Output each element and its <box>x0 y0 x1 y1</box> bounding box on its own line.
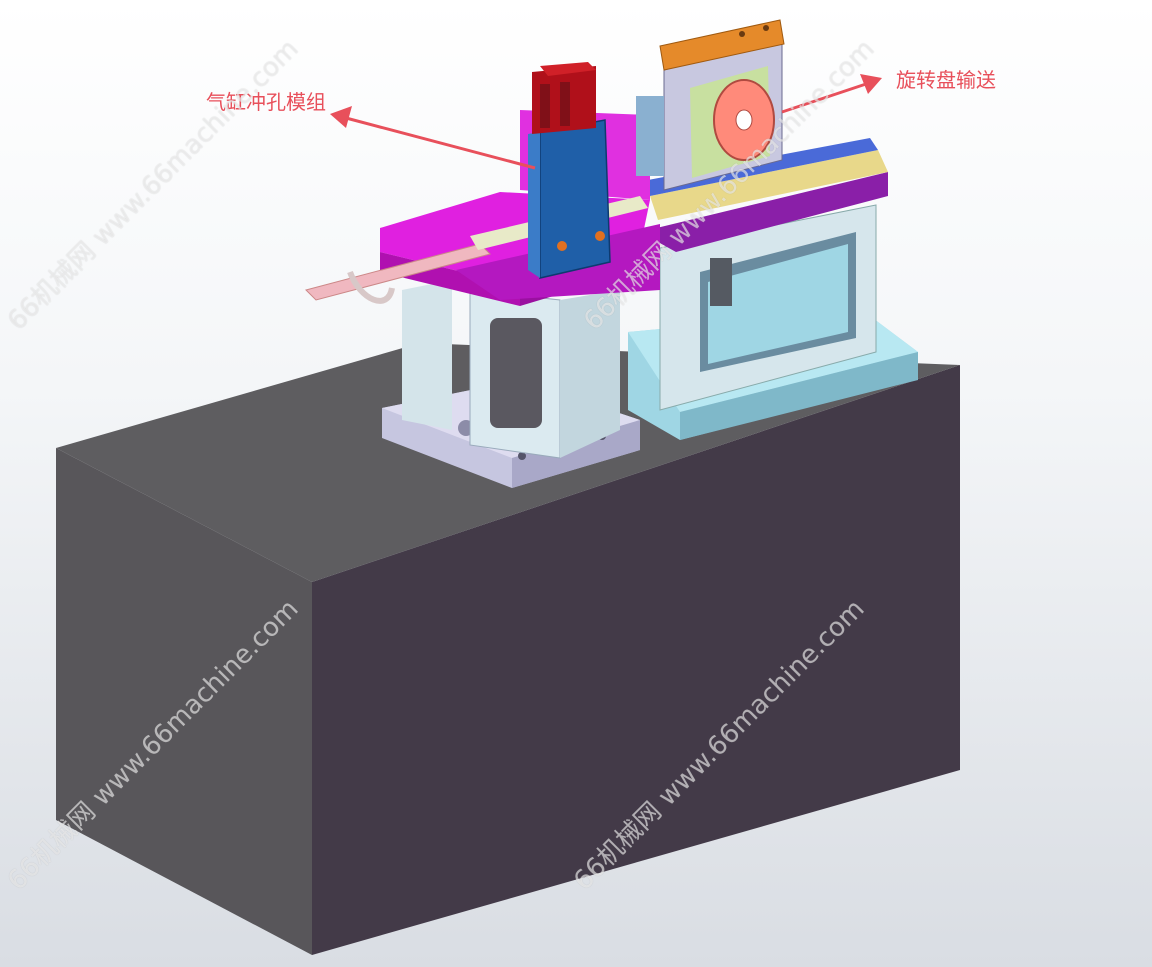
orange-top-block <box>659 19 785 71</box>
callout-turntable-conveying: 旋转盘输送 <box>896 68 996 92</box>
left-frame <box>402 280 620 459</box>
turntable-assembly <box>636 37 783 191</box>
callout-punch-module: 气缸冲孔模组 <box>206 90 326 114</box>
callout-arrows <box>330 74 882 170</box>
air-cylinder <box>532 62 596 134</box>
punch-body <box>528 119 611 279</box>
right-purple-plate <box>640 138 888 252</box>
right-frame <box>659 204 877 411</box>
